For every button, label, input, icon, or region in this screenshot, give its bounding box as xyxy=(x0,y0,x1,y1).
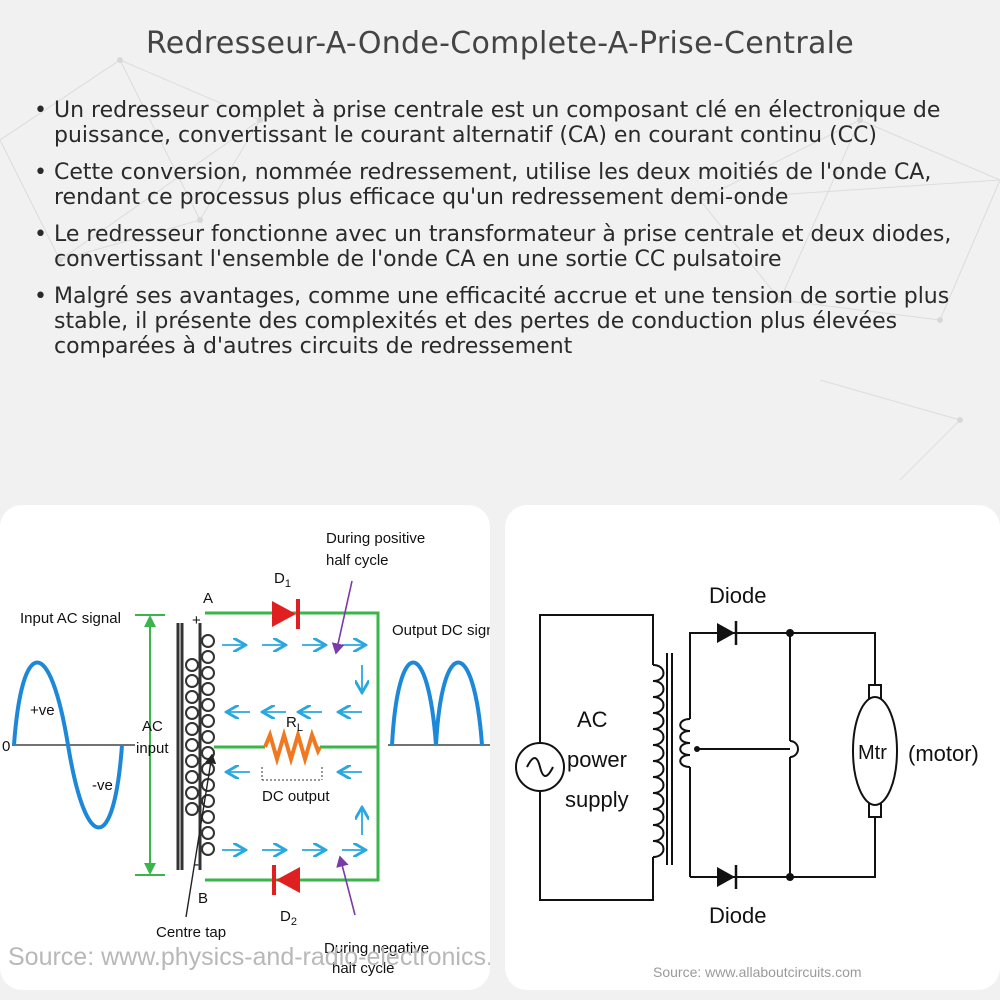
motor-icon xyxy=(852,684,898,818)
right-source-credit: Source: www.allaboutcircuits.com xyxy=(653,964,862,980)
bullet-item: • Le redresseur fonctionne avec un transf… xyxy=(34,222,964,272)
node-a-label: A xyxy=(203,590,213,607)
bullet-text: Malgré ses avantages, comme une efficaci… xyxy=(54,284,950,359)
diode-d2 xyxy=(272,865,300,895)
rectifier-circuit-diagram: Input AC signal +ve -ve 0 AC input A B +… xyxy=(2,530,490,977)
bullet-dot: • xyxy=(34,98,47,123)
negative-cycle-pointer xyxy=(336,855,356,916)
motor-rectifier-diagram: Diode Diode AC power supply Mtr (motor) … xyxy=(515,583,979,980)
current-flow-arrows xyxy=(222,645,364,850)
during-positive-label-2: half cycle xyxy=(326,552,389,569)
bullet-item: • Cette conversion, nommée redressement, … xyxy=(34,160,964,210)
bottom-diode-label: Diode xyxy=(709,903,766,928)
resistor-rl-label: RL xyxy=(286,714,303,734)
during-positive-label-1: During positive xyxy=(326,530,425,547)
centre-tap-pointer xyxy=(185,753,217,918)
plus-ve-label: +ve xyxy=(30,702,55,719)
ac-label: AC xyxy=(142,718,163,735)
bottom-diode xyxy=(717,865,738,889)
right-diagram-panel: Diode Diode AC power supply Mtr (motor) … xyxy=(505,505,1000,990)
bullet-dot: • xyxy=(34,222,47,247)
node-a-sign: + xyxy=(192,612,201,629)
page-title: Redresseur-A-Onde-Complete-A-Prise-Centr… xyxy=(145,26,855,61)
motor-transformer xyxy=(652,635,691,877)
diode-d2-label: D2 xyxy=(280,908,297,928)
output-dc-signal-label: Output DC signal xyxy=(392,622,490,639)
output-dc-wave xyxy=(390,660,484,746)
ac-power-supply-label-2: power xyxy=(567,747,627,772)
during-negative-label-1: During negative xyxy=(324,940,429,957)
bullet-text: Le redresseur fonctionne avec un transfo… xyxy=(54,222,952,272)
node-b-sign: - xyxy=(194,856,199,873)
bullet-dot: • xyxy=(34,284,47,309)
input-ac-wave xyxy=(12,660,124,830)
bullet-item: • Malgré ses avantages, comme une efficac… xyxy=(34,284,964,359)
bullet-dot: • xyxy=(34,160,47,185)
top-diode xyxy=(717,621,738,645)
diode-d1 xyxy=(272,599,300,629)
diode-d1-label: D1 xyxy=(274,570,291,590)
top-diode-label: Diode xyxy=(709,583,766,608)
input-ac-signal-label: Input AC signal xyxy=(20,610,121,627)
motor-circuit-wires xyxy=(539,614,876,901)
ac-power-supply-label-3: supply xyxy=(565,787,629,812)
bullet-text: Un redresseur complet à prise centrale e… xyxy=(54,98,941,148)
during-negative-label-2: half cycle xyxy=(332,960,395,977)
transformer xyxy=(176,623,215,870)
left-source-credit: Source: www.physics-and-radio-electronic… xyxy=(8,943,490,971)
circuit-wires xyxy=(205,611,380,882)
zero-label: 0 xyxy=(2,738,10,755)
dc-output-label: DC output xyxy=(262,788,330,805)
left-diagram-panel: Input AC signal +ve -ve 0 AC input A B +… xyxy=(0,505,490,990)
motor-label: (motor) xyxy=(908,741,979,766)
positive-cycle-pointer xyxy=(331,580,353,655)
bullet-list: • Un redresseur complet à prise centrale … xyxy=(34,98,964,371)
input-label: input xyxy=(136,740,169,757)
ac-power-supply-label-1: AC xyxy=(577,707,608,732)
minus-ve-label: -ve xyxy=(92,777,113,794)
motor-symbol-label: Mtr xyxy=(858,742,887,764)
bullet-text: Cette conversion, nommée redressement, u… xyxy=(54,160,932,210)
node-b-label: B xyxy=(198,890,208,907)
centre-tap-label: Centre tap xyxy=(156,924,226,941)
bullet-item: • Un redresseur complet à prise centrale … xyxy=(34,98,964,148)
resistor-rl xyxy=(263,727,322,767)
